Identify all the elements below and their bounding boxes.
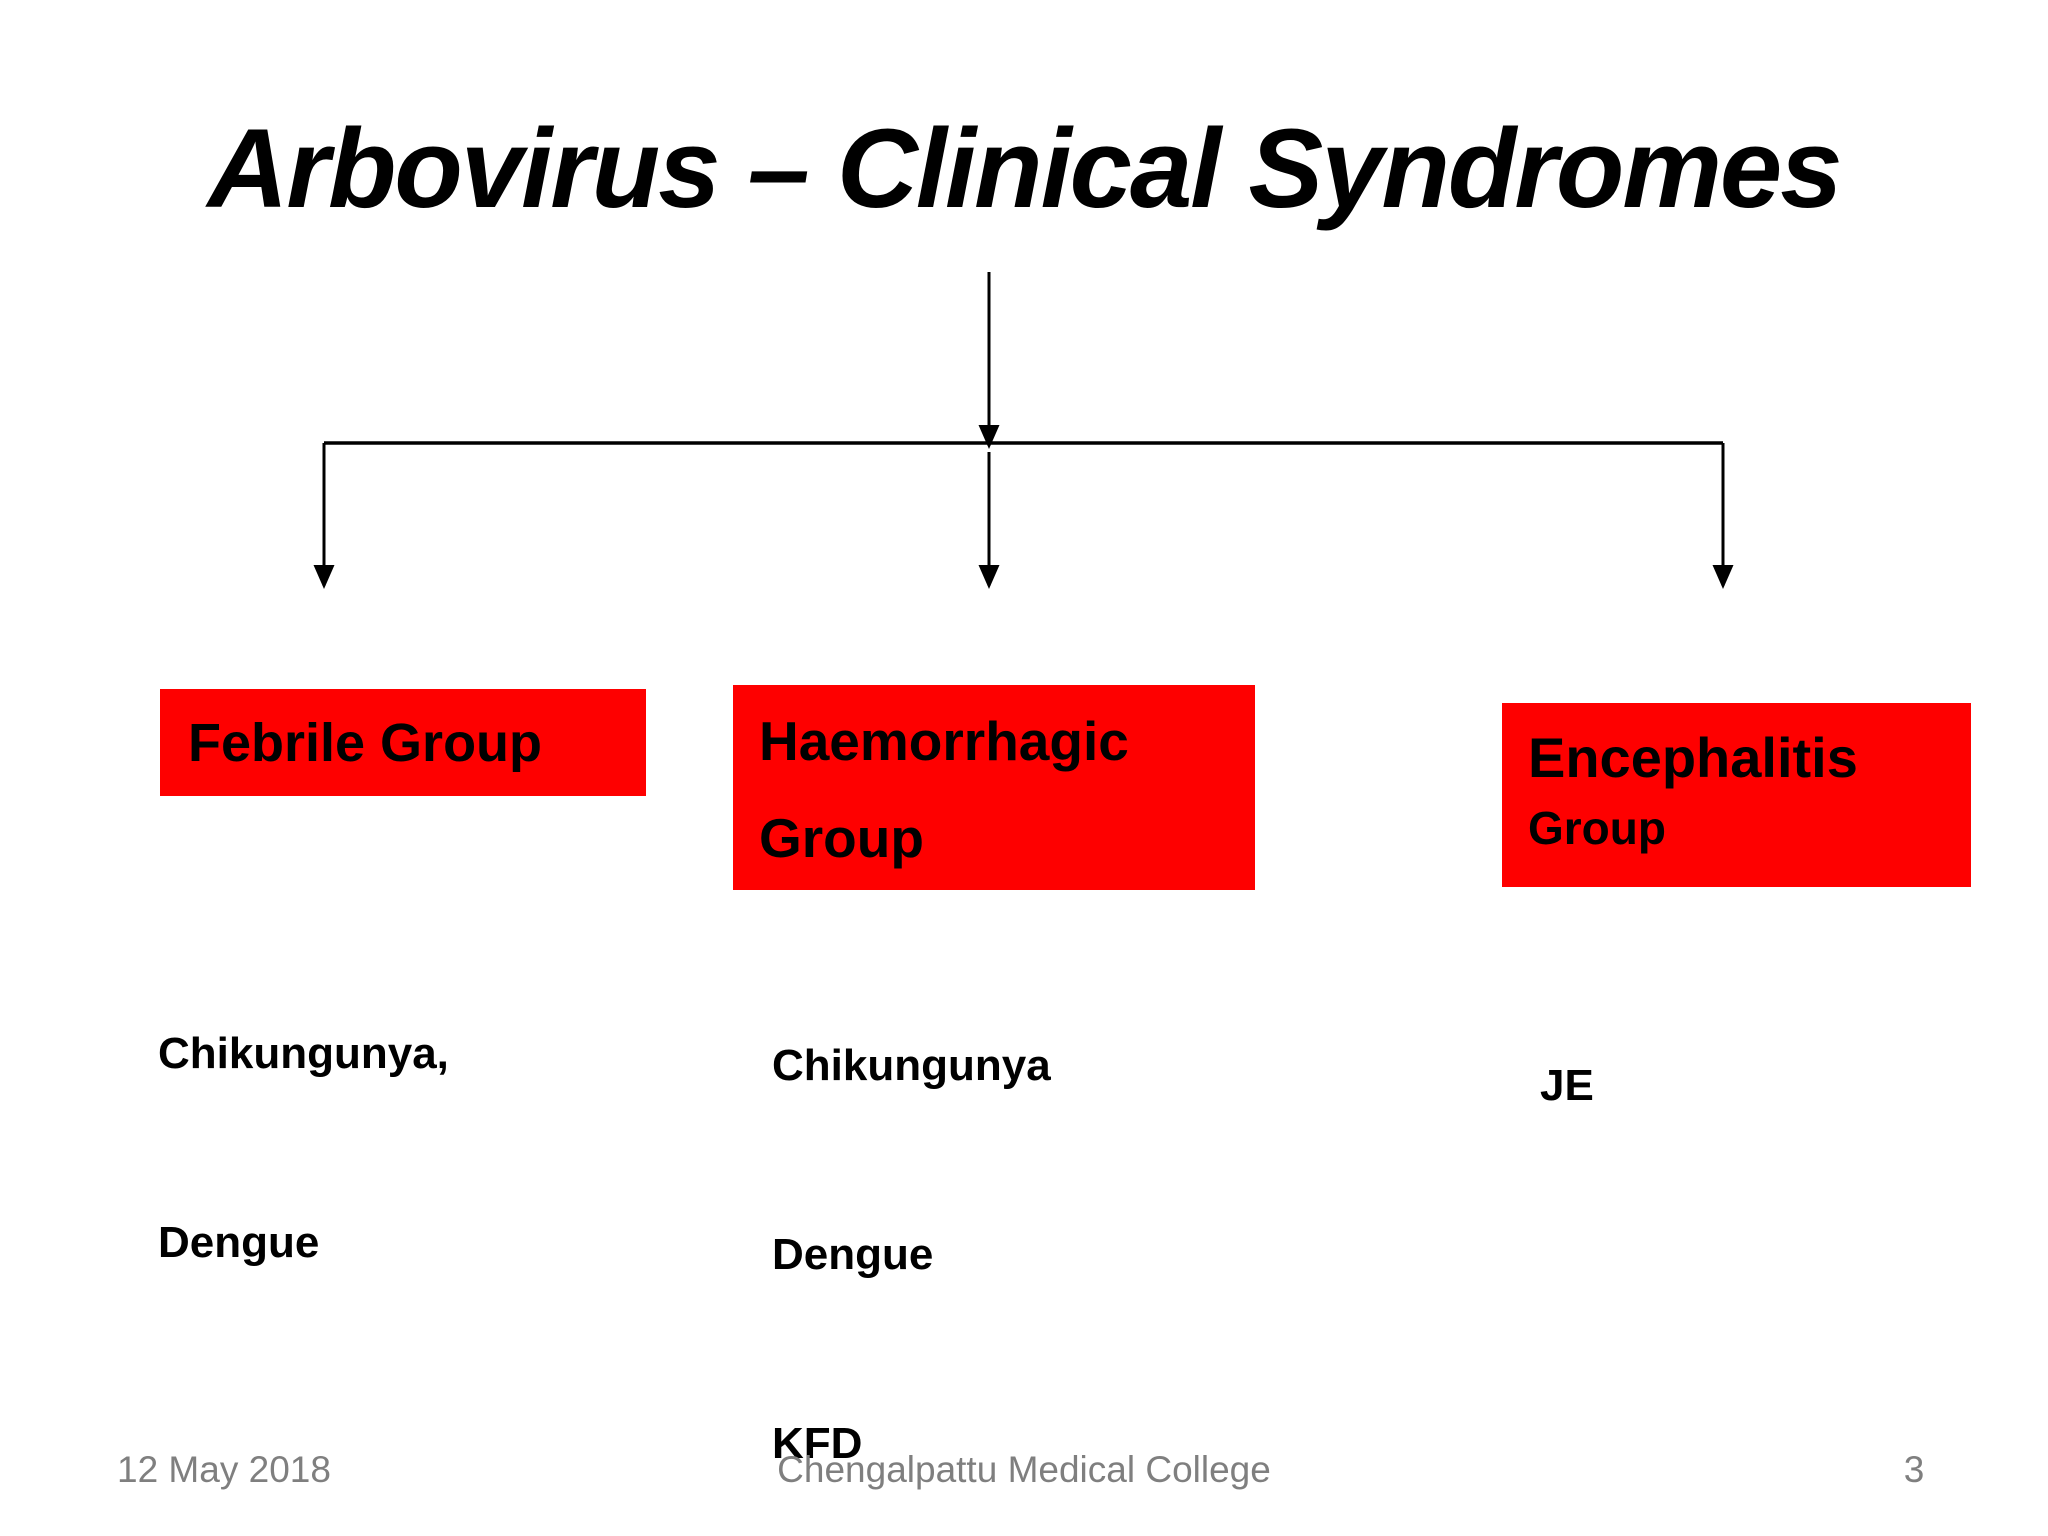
member-list-febrile: Chikungunya, Dengue <box>158 896 449 1400</box>
member-item: JE <box>1540 1061 1594 1110</box>
footer-page-number: 3 <box>1903 1449 1925 1490</box>
member-item: Dengue <box>158 1218 320 1267</box>
group-label-haemorrhagic-line2: Group <box>759 807 924 869</box>
member-list-encephalitis: JE <box>1540 928 1594 1243</box>
member-item: KFD <box>772 1419 863 1468</box>
member-item: Chikungunya <box>772 1041 1051 1090</box>
group-label-encephalitis-line2: Group <box>1528 802 1666 854</box>
slide-title: Arbovirus – Clinical Syndromes <box>207 106 1843 231</box>
footer-date: 12 May 2018 <box>117 1449 331 1490</box>
group-label-febrile: Febrile Group <box>188 712 543 773</box>
group-label-haemorrhagic-line1: Haemorrhagic <box>759 710 1129 772</box>
member-item: Dengue <box>772 1230 934 1279</box>
group-label-encephalitis-line1: Encephalitis <box>1528 726 1858 789</box>
member-list-haemorrhagic: Chikungunya Dengue KFD Yellow Fever ZIKA… <box>772 908 1067 1536</box>
group-box-haemorrhagic: Haemorrhagic Group <box>733 685 1255 890</box>
member-item: Chikungunya, <box>158 1029 449 1078</box>
group-box-febrile: Febrile Group <box>160 689 646 796</box>
footer-institution: Chengalpattu Medical College <box>777 1449 1271 1490</box>
group-box-encephalitis: Encephalitis Group <box>1502 703 1971 887</box>
